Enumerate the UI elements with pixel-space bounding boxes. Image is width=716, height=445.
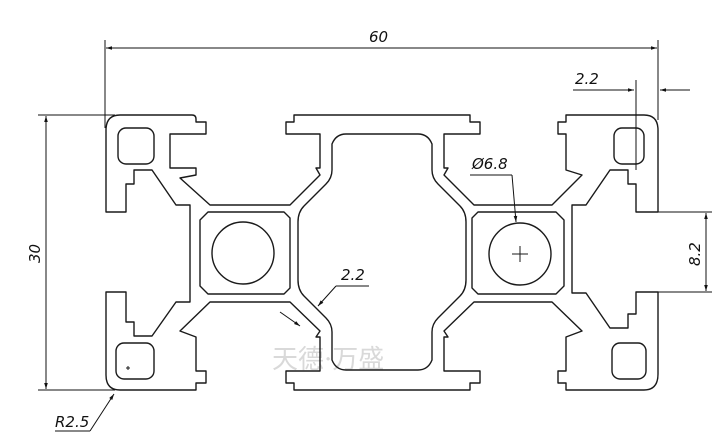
profile-outline [105, 114, 659, 391]
dim-hole-diameter: Ø6.8 [471, 155, 508, 173]
center-hole-right [488, 222, 552, 286]
dim-overall-height: 30 [26, 244, 44, 263]
dim-slot-depth: 8.2 [686, 242, 704, 266]
center-mark [126, 246, 528, 370]
dimension-lines [38, 40, 712, 432]
dim-overall-width: 60 [369, 28, 388, 46]
dim-web-thickness: 2.2 [341, 266, 365, 284]
dim-corner-radius: R2.5 [55, 413, 89, 431]
dim-slot-width: 2.2 [575, 70, 599, 88]
center-hole-left [211, 221, 275, 285]
